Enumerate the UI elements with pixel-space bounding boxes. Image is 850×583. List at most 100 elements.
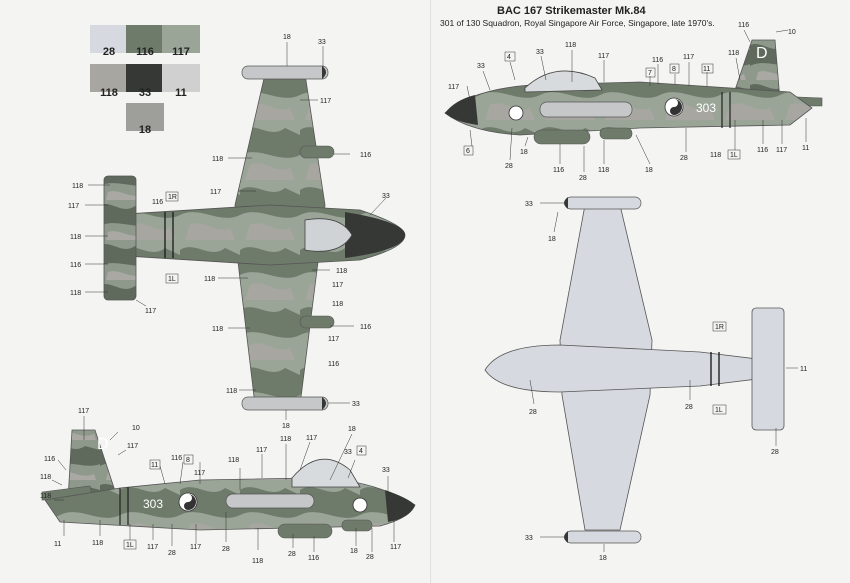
ls-spine-118: 118 [228,457,239,464]
swatch-117-label: 117 [172,46,190,58]
us-belly-28: 28 [529,409,537,416]
swatch-18-label: 18 [138,124,152,136]
page-fold [430,0,432,583]
ls-decal-10: 10 [132,425,140,432]
ls-belly-28: 28 [168,550,176,557]
ls-tail-116: 116 [44,456,55,463]
us-wing-18: 18 [548,236,556,243]
top-wing-117-b: 117 [210,189,221,196]
top-wing-118-h: 118 [226,388,237,395]
left-side-view: 303 D [41,429,416,539]
ls-fin-117-b: 117 [127,443,138,450]
rs-belly-18: 18 [520,149,528,156]
us-tail-11: 11 [800,366,807,373]
rs-belly-28: 28 [505,163,513,170]
rs-store-116: 116 [553,167,564,174]
top-fin-116: 116 [152,199,163,206]
top-decal-1r: 1R [168,194,177,201]
top-tip-33-b: 33 [352,401,360,408]
ls-canopy-117: 117 [306,435,317,442]
top-decal-1l: 1L [168,276,176,283]
ls-decal-1l: 1L [126,542,134,549]
rs-tail-116: 116 [757,147,768,154]
swatch-118-label: 118 [100,87,118,99]
swatch-28-label: 28 [102,46,116,58]
swatch-18 [126,103,164,131]
rs-decal-7: 7 [648,70,652,77]
rs-nose-117: 117 [448,84,459,91]
ls-tail-11: 11 [54,541,61,548]
us-tip-33: 33 [525,201,533,208]
us-decal-1l: 1L [715,407,723,414]
ls-belly-28-b: 28 [222,546,230,553]
us-decal-1r: 1R [715,324,724,331]
top-tip-118: 18 [283,34,291,41]
ls-nose-33: 33 [382,467,390,474]
rs-belly-28-c: 28 [680,155,688,162]
right-side-view: 303 D [444,39,823,145]
top-wing-118-e: 118 [336,268,347,275]
rs-canopy-118: 118 [565,42,576,49]
us-tip-18: 18 [599,555,607,562]
rs-fin-116: 116 [738,22,749,29]
callouts [51,29,807,552]
swatch-118 [90,64,128,92]
top-wing-117: 117 [320,98,331,105]
ls-belly-28-c: 28 [366,554,374,561]
rs-decal-11: 11 [703,66,710,73]
top-tail-116: 116 [70,262,81,269]
top-tail-118: 118 [72,183,83,190]
ls-decal-8: 8 [186,457,190,464]
ls-belly-118-b: 118 [252,558,263,565]
rs-decal-6: 6 [466,148,470,155]
top-wing-118-g: 118 [212,326,223,333]
rs-spine-117-b: 117 [683,54,694,61]
swatch-33-label: 33 [138,87,152,99]
top-store-116: 116 [360,152,371,159]
ls-belly-118: 118 [92,540,103,547]
ls-canopy-118: 118 [280,436,291,443]
rs-belly-118: 118 [598,167,609,174]
rs-decal-4: 4 [507,54,511,61]
swatch-28 [90,25,128,53]
top-wing-117-d: 117 [328,336,339,343]
ls-store-28: 28 [288,551,296,558]
left-serial-marking: 303 [143,497,163,511]
top-wing-118-d: 118 [204,276,215,283]
left-code-letter: D [97,436,109,453]
top-tail-118-c: 118 [70,290,81,297]
rs-tail-117: 117 [776,147,787,154]
rs-nose-33: 33 [477,63,485,70]
top-tail-117-b: 117 [145,308,156,315]
ls-belly-117: 117 [147,544,158,551]
ls-canopy-33: 33 [344,449,352,456]
ls-belly-18: 18 [350,548,358,555]
rs-canopy-33: 33 [536,49,544,56]
rs-belly-28-b: 28 [579,175,587,182]
swatch-11-label: 11 [175,87,187,99]
top-tail-118-b: 118 [70,234,81,241]
us-belly-28-b: 28 [685,404,693,411]
top-wing-117-c: 117 [332,282,343,289]
rs-decal-1l: 1L [730,152,738,159]
ls-nose-117: 117 [390,544,401,551]
rs-belly-118-b: 118 [710,152,721,159]
ls-spine-117-b: 117 [256,447,267,454]
rs-belly-18-b: 18 [645,167,653,174]
swatch-33 [126,64,164,92]
swatch-116 [126,25,164,53]
ls-spine-116: 116 [171,455,182,462]
us-tail-28: 28 [771,449,779,456]
swatch-11 [162,64,200,92]
callout-labels: 18 33 117 116 118 117 118 117 118 116 11… [40,22,809,565]
ls-store-116: 116 [308,555,319,562]
top-tip-18-b: 18 [282,423,290,430]
top-tip-33: 33 [318,39,326,46]
ls-canopy-18: 18 [348,426,356,433]
top-wing-118-f: 118 [332,301,343,308]
ls-tail-118-b: 118 [40,493,51,500]
rs-spine-117: 117 [598,53,609,60]
right-serial-marking: 303 [696,101,716,115]
